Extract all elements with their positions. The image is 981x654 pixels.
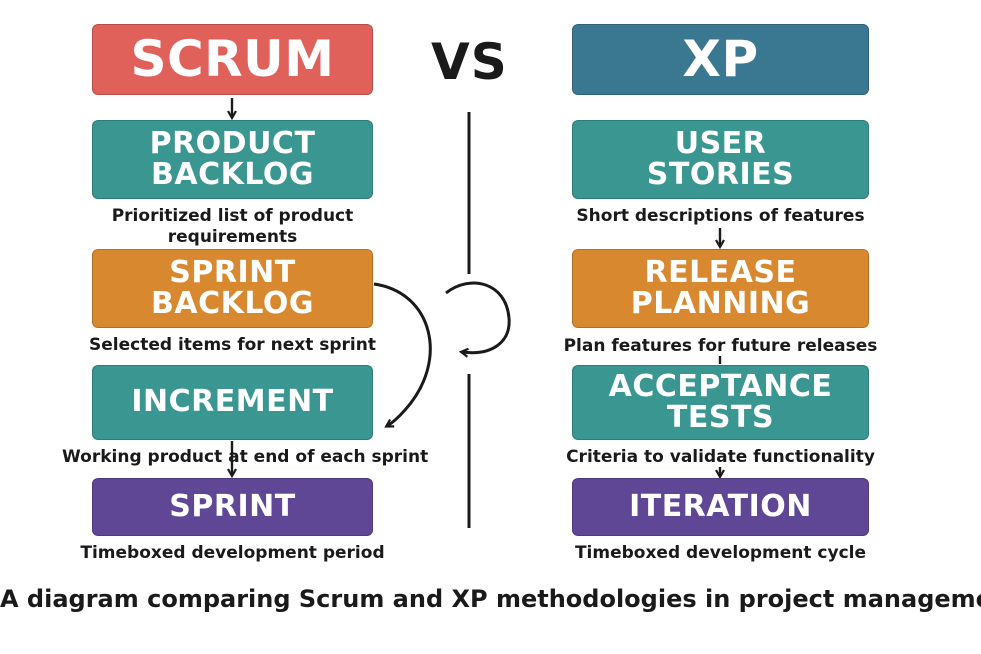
arrow-sprint-backlog-to-increment <box>373 282 432 426</box>
release-planning-box: RELEASE PLANNING <box>572 249 869 328</box>
acceptance-tests-line2: TESTS <box>666 399 775 435</box>
acceptance-tests-box: ACCEPTANCE TESTS <box>572 365 869 440</box>
sprint-backlog-desc: Selected items for next sprint <box>89 335 376 355</box>
increment-desc: Working product at end of each sprint <box>62 447 429 467</box>
increment-label: INCREMENT <box>131 384 334 420</box>
acceptance-tests-line1: ACCEPTANCE <box>608 368 833 404</box>
scrum-header: SCRUM <box>92 24 373 95</box>
acceptance-tests-desc: Criteria to validate functionality <box>566 447 875 467</box>
release-planning-line1: RELEASE <box>644 254 797 290</box>
product-backlog-desc: Prioritized list of product requirements <box>92 206 373 249</box>
product-backlog-line2: BACKLOG <box>150 156 315 192</box>
user-stories-line1: USER <box>674 125 767 161</box>
xp-header: XP <box>572 24 869 95</box>
user-stories-box: USER STORIES <box>572 120 869 199</box>
xp-header-label: XP <box>682 30 759 88</box>
increment-box: INCREMENT <box>92 365 373 440</box>
diagram-caption: A diagram comparing Scrum and XP methodo… <box>0 585 981 613</box>
user-stories-line2: STORIES <box>646 156 795 192</box>
product-backlog-box: PRODUCT BACKLOG <box>92 120 373 199</box>
iteration-desc: Timeboxed development cycle <box>574 543 867 563</box>
product-backlog-line1: PRODUCT <box>149 125 316 161</box>
product-backlog-desc-line2: requirements <box>167 227 298 248</box>
sprint-desc: Timeboxed development period <box>80 543 385 563</box>
iteration-label: ITERATION <box>629 488 812 524</box>
user-stories-desc: Short descriptions of features <box>576 206 865 226</box>
iteration-box: ITERATION <box>572 478 869 536</box>
cycle-arrow <box>445 281 511 353</box>
scrum-header-label: SCRUM <box>130 30 335 88</box>
sprint-box: SPRINT <box>92 478 373 536</box>
vs-label: VS <box>431 33 508 91</box>
product-backlog-desc-line1: Prioritized list of product <box>111 206 354 226</box>
release-planning-line2: PLANNING <box>630 285 811 321</box>
sprint-backlog-box: SPRINT BACKLOG <box>92 249 373 328</box>
sprint-backlog-line2: BACKLOG <box>150 285 315 321</box>
release-planning-desc: Plan features for future releases <box>563 336 878 356</box>
sprint-label: SPRINT <box>169 488 296 524</box>
sprint-backlog-line1: SPRINT <box>169 254 296 290</box>
